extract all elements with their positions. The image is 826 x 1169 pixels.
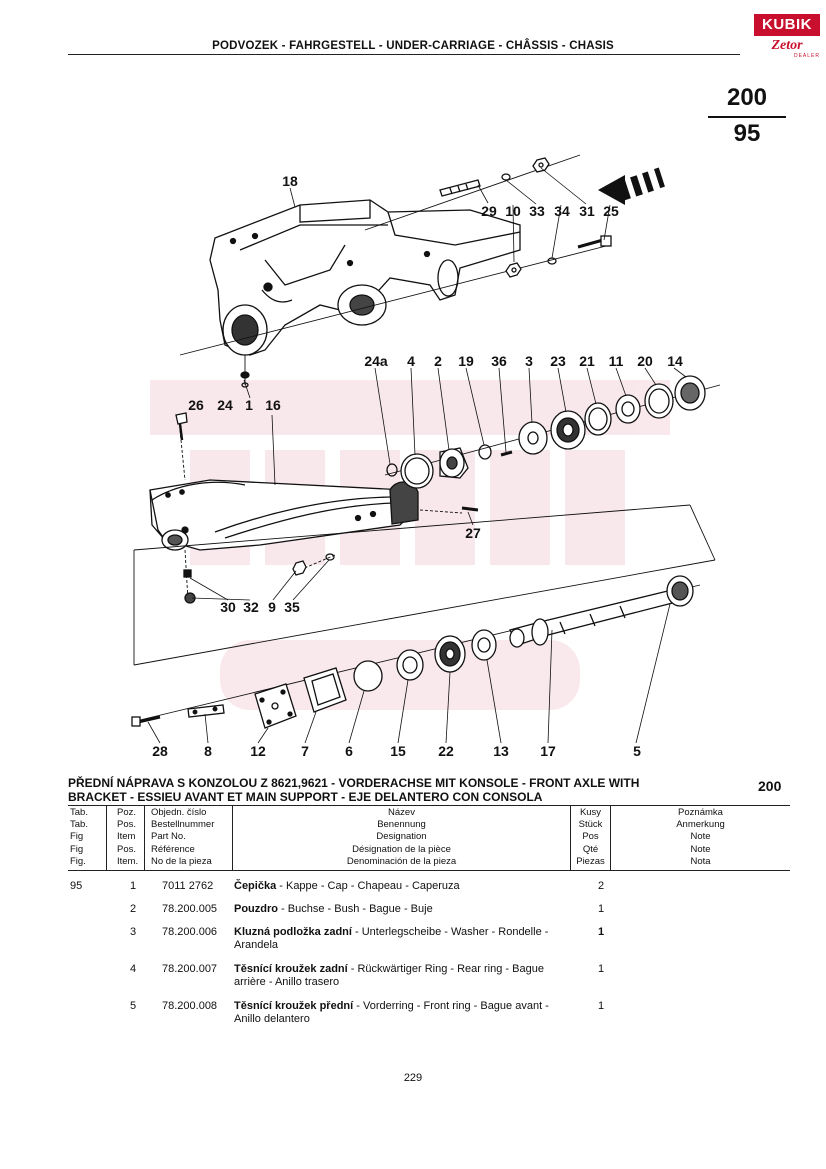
row-part-no: 78.200.007 (162, 963, 218, 975)
row-pos: 3 (130, 926, 137, 938)
callout-15: 15 (390, 743, 406, 759)
callout-25: 25 (603, 203, 619, 219)
row-pos: 2 (130, 903, 137, 915)
callout-17: 17 (540, 743, 556, 759)
callout-34: 34 (554, 203, 570, 219)
callout-30: 30 (220, 599, 236, 615)
table-row: 95 1 7011 2762 Čepička - Kappe - Cap - C… (68, 880, 790, 906)
direction-arrow (598, 167, 665, 205)
callout-18: 18 (282, 173, 298, 189)
logo-sub: Zetor (771, 38, 803, 53)
callout-9: 9 (268, 599, 276, 615)
kubik-zetor-logo: KUBIK Zetor DEALER (754, 14, 820, 60)
row-part-no: 78.200.006 (162, 926, 218, 938)
callout-2: 2 (434, 353, 442, 369)
row-description: Čepička - Kappe - Cap - Chapeau - Caperu… (234, 880, 460, 892)
callout-29: 29 (481, 203, 497, 219)
logo-dealer: DEALER (793, 53, 820, 59)
row-description: Těsnící kroužek zadní - Rückwärtiger Rin… (234, 963, 544, 988)
section-number: 200 (758, 778, 782, 794)
row-description: Kluzná podložka zadní - Unterlegscheibe … (234, 926, 549, 951)
row-description: Pouzdro - Buchse - Bush - Bague - Buje (234, 903, 433, 915)
callout-11: 11 (609, 353, 624, 369)
page-header-title: PODVOZEK - FAHRGESTELL - UNDER-CARRIAGE … (212, 40, 614, 52)
callout-7: 7 (301, 743, 309, 759)
table-row: 4 78.200.007 Těsnící kroužek zadní - Rüc… (68, 963, 790, 993)
callout-13: 13 (493, 743, 509, 759)
row-qty: 1 (598, 963, 605, 975)
callout-8: 8 (204, 743, 212, 759)
callout-24: 24 (217, 397, 233, 413)
callout-31: 31 (579, 203, 595, 219)
callout-32: 32 (243, 599, 259, 615)
row-pos: 1 (130, 880, 137, 892)
callout-12: 12 (250, 743, 266, 759)
section-title-line2: BRACKET - ESSIEU AVANT ET MAIN SUPPORT -… (68, 790, 543, 804)
callout-23: 23 (550, 353, 566, 369)
header-rule (68, 54, 740, 55)
callout-3: 3 (525, 353, 533, 369)
group-number: 200 (726, 84, 768, 111)
row-part-no: 78.200.008 (162, 1000, 218, 1012)
section-title-line1: PŘEDNÍ NÁPRAVA S KONZOLOU Z 8621,9621 - … (68, 776, 640, 790)
group-rule (708, 116, 786, 118)
page-number: 229 (403, 1072, 423, 1084)
figure-number: 95 (733, 120, 761, 147)
logo-brand: KUBIK (754, 14, 820, 36)
section-title: PŘEDNÍ NÁPRAVA S KONZOLOU Z 8621,9621 - … (68, 776, 708, 804)
callout-22: 22 (438, 743, 454, 759)
row-qty: 2 (598, 880, 605, 892)
callout-36: 36 (491, 353, 507, 369)
callout-16: 16 (265, 397, 281, 413)
row-qty: 1 (598, 1000, 605, 1012)
table-row: 2 78.200.005 Pouzdro - Buchse - Bush - B… (68, 903, 790, 929)
row-qty: 1 (598, 903, 605, 915)
callout-26: 26 (188, 397, 204, 413)
table-row: 5 78.200.008 Těsnící kroužek přední - Vo… (68, 1000, 790, 1030)
row-tab: 95 (70, 880, 83, 892)
callout-6: 6 (345, 743, 353, 759)
callout-21: 21 (579, 353, 595, 369)
table-row: 3 78.200.006 Kluzná podložka zadní - Unt… (68, 926, 790, 956)
callout-19: 19 (458, 353, 474, 369)
callout-33: 33 (529, 203, 545, 219)
row-description: Těsnící kroužek přední - Vorderring - Fr… (234, 1000, 549, 1025)
callout-10: 10 (505, 203, 521, 219)
callout-20: 20 (637, 353, 653, 369)
row-pos: 5 (130, 1000, 137, 1012)
callout-24a: 24a (364, 353, 388, 369)
row-part-no: 78.200.005 (162, 903, 218, 915)
row-part-no: 7011 2762 (162, 880, 214, 892)
row-qty: 1 (598, 926, 605, 938)
callout-1: 1 (245, 397, 253, 413)
callout-5: 5 (633, 743, 641, 759)
callout-35: 35 (284, 599, 300, 615)
callout-28: 28 (152, 743, 168, 759)
callout-4: 4 (407, 353, 415, 369)
callout-27: 27 (465, 525, 481, 541)
exploded-parts-diagram: 18 29 10 33 34 31 25 24a 4 2 19 36 3 23 … (131, 154, 721, 759)
row-pos: 4 (130, 963, 137, 975)
callout-14: 14 (667, 353, 683, 369)
